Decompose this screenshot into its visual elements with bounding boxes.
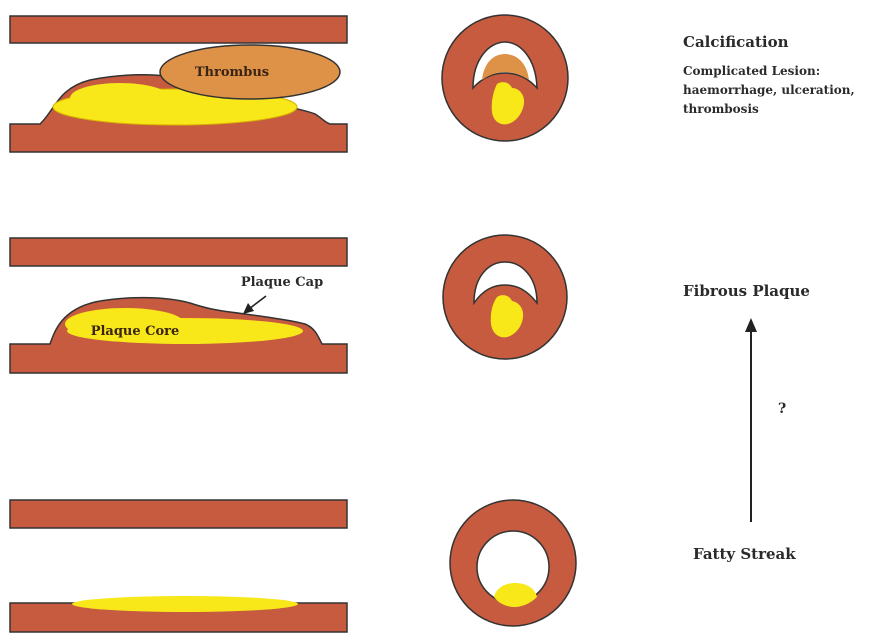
calcification-label: Calcification: [683, 33, 789, 51]
artery-wall-top: [10, 238, 347, 266]
artery-wall-top: [10, 16, 347, 43]
fibrous-plaque-label: Fibrous Plaque: [683, 282, 810, 300]
fibrous-plaque-longitudinal: Plaque Core Plaque Cap: [10, 238, 347, 373]
plaque-core-bulge: [70, 83, 170, 113]
fatty-streak-longitudinal: [10, 500, 347, 632]
plaque-cap-arrow-head: [243, 303, 254, 314]
fibrous-plaque-cross-section: [443, 235, 567, 359]
artery-wall-top: [10, 500, 347, 528]
complicated-lesion-cross-section: [442, 15, 568, 141]
progression-arrow-head: [745, 318, 757, 332]
plaque-cap-label: Plaque Cap: [241, 275, 323, 290]
fatty-streak-label: Fatty Streak: [693, 545, 796, 563]
progression-arrow: [745, 318, 757, 522]
thrombus-label: Thrombus: [195, 65, 269, 80]
plaque-cap-arrow-line: [249, 296, 266, 309]
fatty-streak-cross-section: [450, 500, 576, 626]
complicated-lesion-line2: haemorrhage, ulceration,: [683, 83, 855, 97]
plaque-core-label: Plaque Core: [91, 324, 180, 339]
uncertain-progression-question: ?: [778, 401, 786, 417]
fatty-streak-deposit: [72, 596, 298, 612]
complicated-lesion-line3: thrombosis: [683, 102, 759, 116]
complicated-lesion-line1: Complicated Lesion:: [683, 64, 820, 78]
complicated-lesion-longitudinal: Thrombus: [10, 16, 347, 152]
